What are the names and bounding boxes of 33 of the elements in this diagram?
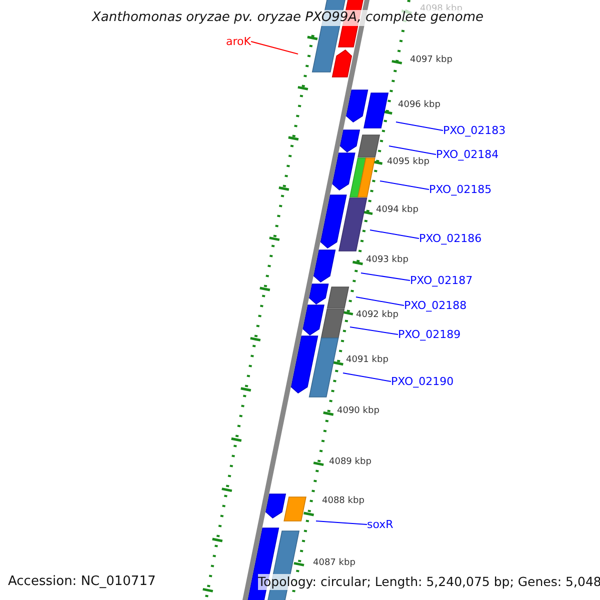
gene-label: PXO_02189 <box>398 328 461 341</box>
leader-line <box>350 326 398 335</box>
leader-line <box>342 372 392 382</box>
gene-label: PXO_02188 <box>404 299 467 312</box>
tick-label: 4096 kbp <box>398 100 440 110</box>
tick-label: 4089 kbp <box>329 457 372 467</box>
gene-label: aroK <box>226 35 251 48</box>
leader-line <box>356 296 404 306</box>
title: Xanthomonas oryzae pv. oryzae PXO99A, complete genome <box>92 10 484 26</box>
leader-line <box>396 122 444 131</box>
accession-text: Accession: NC_010717 <box>8 574 156 590</box>
tick-label: 4091 kbp <box>346 355 388 365</box>
leader-line <box>370 230 420 239</box>
leader-line <box>380 180 430 190</box>
tick-label: 4087 kbp <box>313 558 356 568</box>
leader-line <box>250 41 298 54</box>
gene-label: PXO_02187 <box>410 274 473 287</box>
leader-line <box>388 146 436 155</box>
tick-label: 4095 kbp <box>387 157 430 167</box>
tick-label: 4090 kbp <box>337 406 380 416</box>
tick-label: 4094 kbp <box>376 205 418 215</box>
tick-label: 4093 kbp <box>366 255 408 265</box>
gene-label: soxR <box>367 518 394 531</box>
gene-label: PXO_02185 <box>429 183 492 196</box>
leader-line <box>360 272 410 281</box>
gene-label: PXO_02186 <box>419 232 482 245</box>
gene-label: PXO_02183 <box>443 124 506 137</box>
tick-label: 4092 kbp <box>356 310 398 320</box>
tick-label: 4097 kbp <box>410 55 452 65</box>
gene-label: PXO_02184 <box>436 148 499 161</box>
gene-label: PXO_02190 <box>391 375 454 388</box>
leader-line <box>316 520 368 525</box>
tick-label: 4088 kbp <box>322 496 364 506</box>
